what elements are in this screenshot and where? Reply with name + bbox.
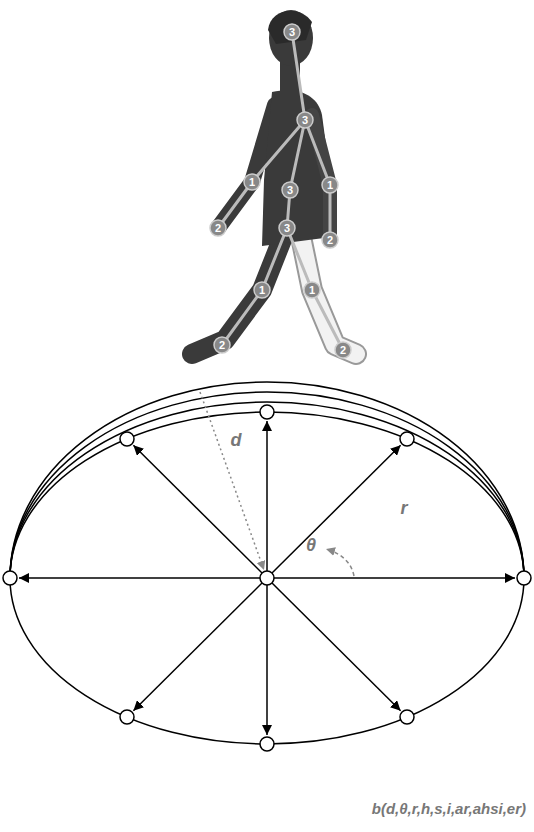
joint-number: 1 (259, 285, 265, 296)
joint-dot (322, 177, 338, 193)
joint-dot (335, 342, 351, 358)
limb-line (218, 120, 305, 228)
distance-line (200, 392, 264, 570)
radial-arrow (266, 585, 268, 735)
sample-point (120, 710, 134, 724)
joint-dot (214, 337, 230, 353)
joint-dot (322, 232, 338, 248)
joint-dot (284, 24, 300, 40)
joint-number: 3 (302, 115, 308, 126)
layer-arc (10, 392, 524, 578)
radial-arrow (274, 577, 515, 579)
joint-number: 2 (215, 223, 221, 234)
radial-arrow (272, 583, 401, 711)
front-leg (192, 232, 285, 354)
descriptor-ellipse (10, 382, 524, 744)
sample-point (517, 571, 531, 585)
radial-arrow (266, 421, 268, 571)
joint-number: 1 (327, 180, 333, 191)
joint-number: 2 (327, 235, 333, 246)
descriptor-formula: b(d,θ,r,h,s,i,ar,ahsi,er) (372, 801, 526, 816)
radial-arrow (19, 577, 260, 579)
sample-point (260, 737, 274, 751)
radius-symbol: r (400, 499, 407, 517)
joint-dot (210, 220, 226, 236)
limb-line (287, 228, 343, 350)
hair (268, 11, 312, 44)
joint-markers (210, 24, 351, 358)
joint-dot (304, 282, 320, 298)
sample-point (120, 432, 134, 446)
rear-leg (300, 232, 356, 354)
radial-arrow (133, 583, 262, 711)
joint-dot (254, 282, 270, 298)
center-point (260, 571, 274, 585)
joint-number: 2 (219, 340, 225, 351)
radial-arrow (133, 445, 262, 573)
sample-point (260, 405, 274, 419)
joint-number: 3 (289, 27, 295, 38)
angle-symbol: θ (306, 536, 316, 554)
sample-points (3, 405, 531, 751)
sample-point (400, 432, 414, 446)
joint-dot (297, 112, 313, 128)
angle-arrow (326, 549, 354, 576)
ellipse-outline (10, 412, 524, 744)
radial-arrows (19, 421, 515, 735)
joint-number: 3 (284, 223, 290, 234)
distance-symbol: d (231, 431, 242, 449)
joint-number: 1 (249, 177, 255, 188)
rear-leg-outline (300, 232, 356, 354)
layer-arc (10, 402, 524, 578)
layer-arc (10, 382, 524, 578)
limb-line (222, 228, 287, 345)
joint-dot (279, 220, 295, 236)
joint-number: 3 (287, 185, 293, 196)
joint-dot (244, 174, 260, 190)
skeleton (218, 32, 343, 350)
sample-point (3, 571, 17, 585)
walking-figure (192, 10, 356, 354)
joint-number: 1 (309, 285, 315, 296)
joint-dot (282, 182, 298, 198)
sample-point (400, 710, 414, 724)
joint-number: 2 (340, 345, 346, 356)
head (269, 10, 313, 66)
